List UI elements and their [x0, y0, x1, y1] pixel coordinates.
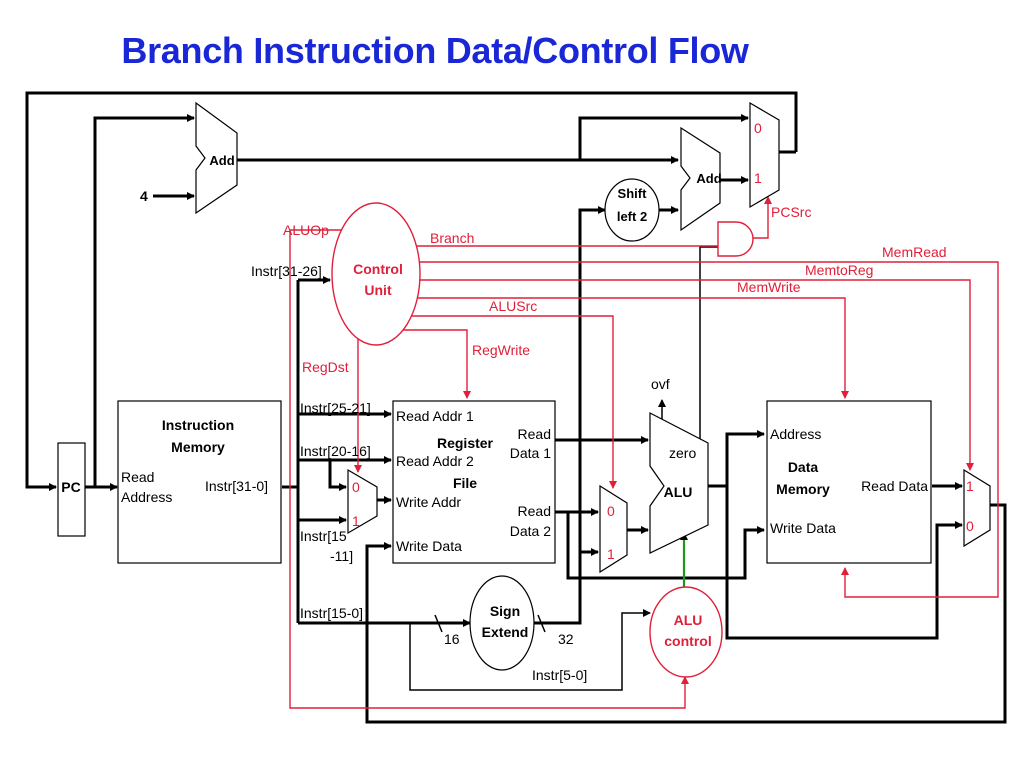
pc-mux[interactable]: 0 1: [749, 101, 780, 209]
rf-title-2: File: [453, 475, 477, 491]
control-unit-label-1: Control: [353, 261, 403, 277]
rf-write-data: Write Data: [396, 538, 462, 554]
signal-alusrc: ALUSrc: [489, 298, 537, 314]
alu[interactable]: zero ALU ovf: [649, 376, 709, 554]
alusrc-mux-0: 0: [607, 503, 615, 519]
label-instr-5-0: Instr[5-0]: [532, 667, 587, 683]
dm-address: Address: [770, 426, 821, 442]
rf-read-addr-1: Read Addr 1: [396, 408, 474, 424]
field-labels: Instr[31-26] Instr[25-21] Instr[20-16] I…: [251, 263, 587, 683]
im-read-label: Read: [121, 469, 154, 485]
alu-zero-label: zero: [669, 445, 696, 461]
label-instr-31-26: Instr[31-26]: [251, 263, 322, 279]
im-title-1: Instruction: [162, 417, 234, 433]
pc-label: PC: [61, 479, 80, 495]
pc-mux-1: 1: [754, 170, 762, 186]
memtoreg-mux-1: 1: [966, 478, 974, 494]
sign-extend-in-width: 16: [444, 631, 460, 647]
pc-adder[interactable]: Add: [195, 101, 238, 215]
sign-extend-label-2: Extend: [482, 624, 529, 640]
signal-branch: Branch: [430, 230, 474, 246]
rf-read-data-2a: Read: [518, 503, 551, 519]
label-instr-15-11a: Instr[15: [300, 528, 347, 544]
dm-write-data: Write Data: [770, 520, 836, 536]
shift-label-2: left 2: [617, 209, 647, 224]
and-gate: [717, 221, 754, 257]
alu-control-label-2: control: [664, 633, 711, 649]
alu-label: ALU: [664, 484, 693, 500]
memtoreg-mux[interactable]: 1 0: [963, 468, 991, 548]
rf-title-1: Register: [437, 435, 494, 451]
data-memory[interactable]: Address Data Memory Read Data Write Data: [766, 400, 932, 564]
alu-control[interactable]: ALU control: [649, 586, 723, 678]
signal-regdst: RegDst: [302, 359, 349, 375]
control-unit[interactable]: Control Unit: [331, 202, 421, 346]
rf-read-data-1b: Data 1: [510, 445, 551, 461]
alu-control-label-1: ALU: [674, 612, 703, 628]
im-address-label: Address: [121, 489, 172, 505]
pc-register[interactable]: PC: [57, 442, 86, 537]
constant-four: 4: [140, 188, 148, 204]
shift-left-2[interactable]: Shift left 2: [604, 178, 660, 242]
alu-ovf-label: ovf: [651, 376, 670, 392]
data-wires: [25, 91, 1007, 724]
dm-title-2: Memory: [776, 481, 830, 497]
alusrc-mux[interactable]: 0 1: [599, 484, 628, 574]
dm-read-data: Read Data: [861, 478, 928, 494]
sign-extend-out-width: 32: [558, 631, 574, 647]
register-file[interactable]: Read Addr 1 Register Read Addr 2 File Wr…: [392, 400, 556, 564]
rf-write-addr: Write Addr: [396, 494, 461, 510]
instruction-memory[interactable]: Instruction Memory Read Address Instr[31…: [117, 400, 282, 564]
sign-extend-label-1: Sign: [490, 603, 520, 619]
regdst-mux-1: 1: [352, 513, 360, 529]
shift-label-1: Shift: [618, 186, 648, 201]
pc-adder-label: Add: [209, 153, 234, 168]
control-wires: [289, 196, 999, 709]
signal-memread: MemRead: [882, 244, 947, 260]
rf-read-data-1a: Read: [518, 426, 551, 442]
im-out-label: Instr[31-0]: [205, 478, 268, 494]
label-instr-20-16: Instr[20-16]: [300, 443, 371, 459]
label-instr-25-21: Instr[25-21]: [300, 400, 371, 416]
signal-memtoreg: MemtoReg: [805, 262, 873, 278]
branch-adder-label: Add: [696, 171, 721, 186]
signal-regwrite: RegWrite: [472, 342, 530, 358]
signal-labels: ALUOp Branch MemRead MemtoReg MemWrite A…: [283, 204, 947, 375]
regdst-mux[interactable]: 0 1: [347, 468, 378, 535]
label-instr-15-11b: -11]: [330, 548, 353, 564]
signal-aluop: ALUOp: [283, 222, 329, 238]
branch-adder[interactable]: Add: [680, 126, 722, 232]
signal-memwrite: MemWrite: [737, 279, 801, 295]
regdst-mux-0: 0: [352, 479, 360, 495]
page-title: Branch Instruction Data/Control Flow: [121, 30, 749, 71]
rf-read-addr-2: Read Addr 2: [396, 453, 474, 469]
signal-pcsrc: PCSrc: [771, 204, 811, 220]
label-instr-15-0: Instr[15-0]: [300, 605, 363, 621]
sign-extend[interactable]: Sign Extend: [469, 575, 535, 671]
im-title-2: Memory: [171, 439, 225, 455]
memtoreg-mux-0: 0: [966, 518, 974, 534]
control-unit-label-2: Unit: [364, 282, 392, 298]
dm-title-1: Data: [788, 459, 819, 475]
alusrc-mux-1: 1: [607, 546, 615, 562]
rf-read-data-2b: Data 2: [510, 523, 551, 539]
pc-mux-0: 0: [754, 120, 762, 136]
